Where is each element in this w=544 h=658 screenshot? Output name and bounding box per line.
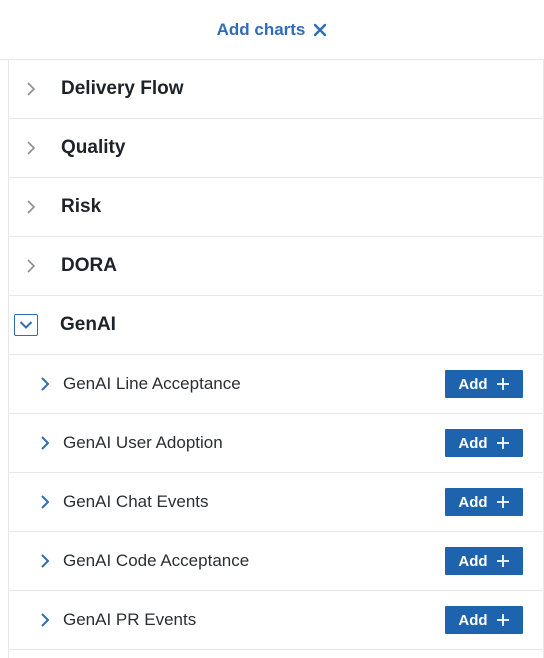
add-button-label: Add (458, 375, 488, 393)
add-charts-close-button[interactable]: Add charts (217, 20, 328, 40)
category-dora[interactable]: DORA (9, 237, 543, 296)
chart-item-label: GenAI PR Events (63, 610, 197, 629)
chart-item-label: GenAI User Adoption (63, 433, 223, 452)
plus-icon (496, 496, 509, 508)
header-title: Add charts (216, 19, 306, 39)
add-chart-button[interactable]: Add (445, 488, 523, 516)
chevron-right-icon[interactable] (37, 553, 53, 569)
chart-item-genai-chat-events[interactable]: GenAI Chat Events Add (9, 473, 543, 532)
add-button-label: Add (458, 611, 488, 629)
plus-icon (496, 378, 509, 390)
dialog-header: Add charts (0, 0, 544, 60)
category-delivery-flow[interactable]: Delivery Flow (9, 60, 543, 119)
plus-icon (496, 437, 509, 449)
chevron-right-icon (23, 258, 39, 274)
chart-item-genai-user-adoption[interactable]: GenAI User Adoption Add (9, 414, 543, 473)
category-genai[interactable]: GenAI (9, 296, 543, 355)
category-risk[interactable]: Risk (9, 178, 543, 237)
add-chart-button[interactable]: Add (445, 606, 523, 634)
category-label: DORA (61, 255, 117, 276)
category-quality[interactable]: Quality (9, 119, 543, 178)
chevron-right-icon (23, 81, 39, 97)
category-label: Delivery Flow (61, 78, 184, 99)
chevron-right-icon[interactable] (37, 435, 53, 451)
add-chart-button[interactable]: Add (445, 370, 523, 398)
add-button-label: Add (458, 434, 488, 452)
chevron-down-icon[interactable] (14, 314, 38, 336)
add-button-label: Add (458, 493, 488, 511)
plus-icon (496, 555, 509, 567)
category-label: Risk (61, 196, 102, 217)
chart-item-label: GenAI Line Acceptance (63, 374, 241, 393)
category-label: Quality (61, 137, 126, 158)
chevron-right-icon[interactable] (37, 376, 53, 392)
chart-item-genai-pr-events[interactable]: GenAI PR Events Add (9, 591, 543, 650)
chart-item-label: GenAI Chat Events (63, 492, 209, 511)
chart-item-genai-code-acceptance[interactable]: GenAI Code Acceptance Add (9, 532, 543, 591)
close-icon[interactable] (313, 23, 327, 37)
plus-icon (496, 614, 509, 626)
chevron-right-icon (23, 140, 39, 156)
add-button-label: Add (458, 552, 488, 570)
category-label: GenAI (60, 314, 116, 335)
chart-item-genai-line-acceptance[interactable]: GenAI Line Acceptance Add (9, 355, 543, 414)
chevron-right-icon[interactable] (37, 494, 53, 510)
chart-item-label: GenAI Code Acceptance (63, 551, 250, 570)
chevron-right-icon (23, 199, 39, 215)
add-chart-button[interactable]: Add (445, 547, 523, 575)
chevron-right-icon[interactable] (37, 612, 53, 628)
add-chart-button[interactable]: Add (445, 429, 523, 457)
chart-category-list: Delivery Flow Quality Risk DORA GenAI Ge… (8, 60, 544, 658)
